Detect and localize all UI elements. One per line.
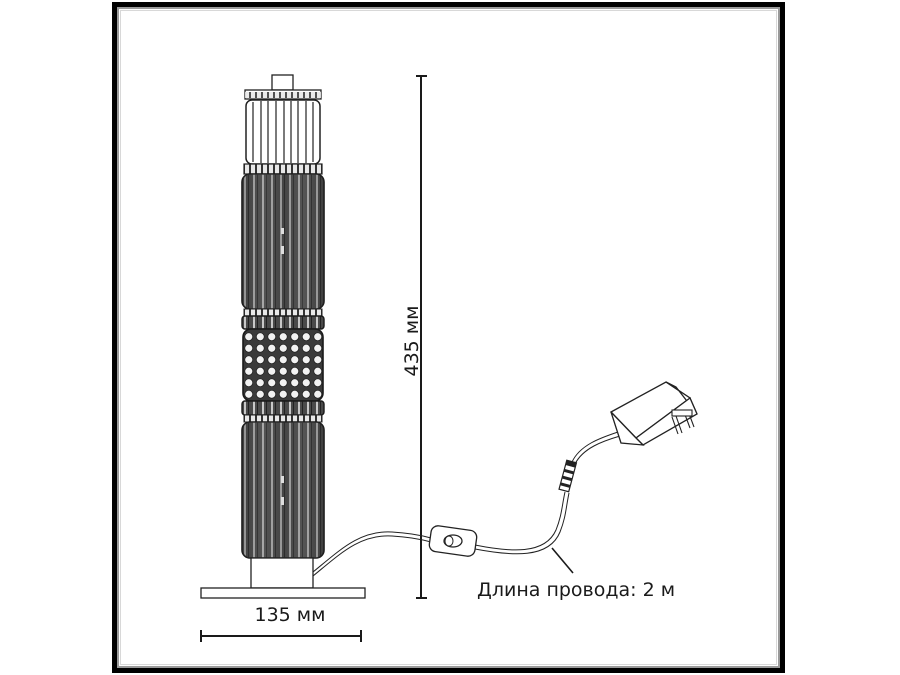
upper-ribbed-section	[243, 99, 323, 175]
lower-ring	[241, 400, 325, 423]
cable-connector	[558, 459, 578, 493]
base-width-label: 135 мм	[254, 604, 326, 626]
height-dimension-line	[416, 75, 427, 599]
inline-switch	[428, 525, 478, 557]
cable	[312, 431, 621, 577]
upper-fluted-column	[241, 173, 325, 310]
power-adapter	[609, 381, 698, 446]
perforated-section	[242, 328, 324, 402]
middle-ring	[241, 308, 325, 330]
top-cap	[244, 74, 322, 100]
drawing-frame	[112, 2, 785, 673]
height-label: 435 мм	[401, 305, 423, 377]
drawing-frame-inner	[117, 7, 780, 668]
lower-fluted-column	[241, 421, 325, 559]
width-dimension-line	[200, 630, 362, 642]
base	[200, 557, 366, 599]
cable-leader-line	[551, 547, 574, 574]
cable-length-label: Длина провода: 2 м	[477, 579, 676, 601]
